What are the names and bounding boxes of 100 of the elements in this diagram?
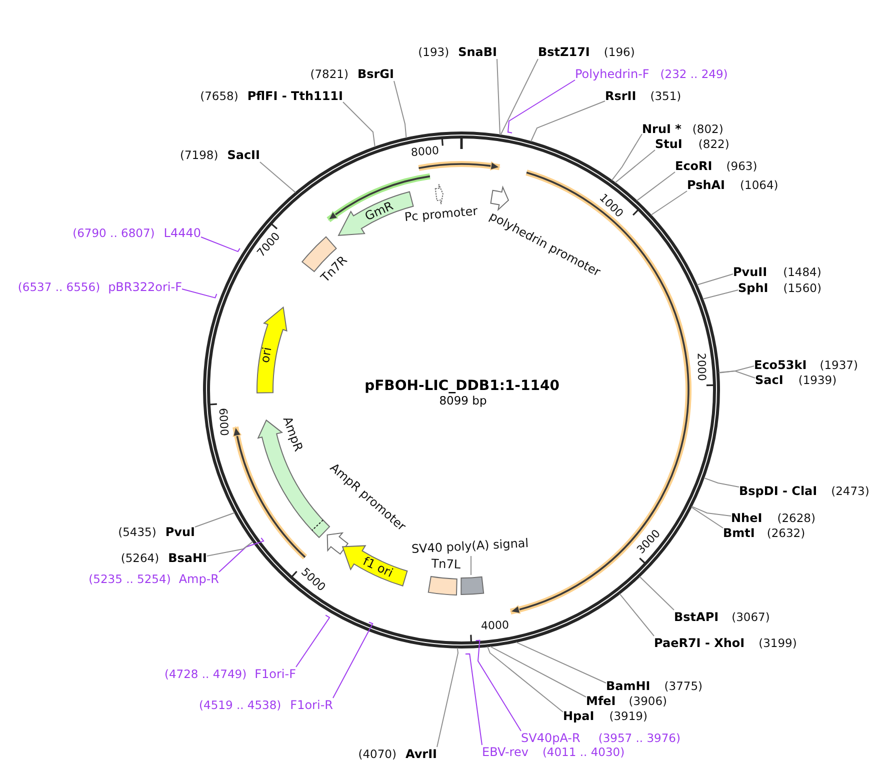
site-position-label: (822) — [698, 137, 730, 151]
leader-line — [487, 646, 564, 712]
site-position-label: (3775) — [664, 679, 703, 693]
site-position-label: (1484) — [783, 265, 822, 279]
site-position-label: (5264) — [120, 551, 160, 565]
leader-line — [696, 274, 734, 286]
restriction-site-label: BmtI — [723, 526, 755, 540]
restriction-site-label: EcoRI — [675, 159, 712, 173]
primer-label: F1ori-R — [290, 698, 333, 712]
primer-range-label: (5235 .. 5254) — [88, 572, 171, 586]
restriction-site-label: BsaHI — [168, 551, 207, 565]
restriction-site-label: PvuII — [733, 265, 768, 279]
restriction-site-label: BstZ17I — [538, 45, 590, 59]
restriction-site-label: StuI — [655, 137, 682, 151]
feature-label: f1 ori — [360, 554, 396, 580]
site-position-label: (351) — [650, 89, 682, 103]
sequence-length-label: 8099 bp — [439, 394, 487, 408]
site-position-label: (3906) — [628, 694, 668, 708]
leader-line — [496, 58, 500, 136]
leader-line — [470, 556, 472, 576]
leader-line — [691, 506, 732, 516]
leader-line — [704, 477, 740, 488]
primer-range-label: (3957 .. 3976) — [598, 731, 680, 745]
restriction-site-label: BamHI — [606, 679, 650, 693]
restriction-site-label: BstAPI — [674, 610, 719, 624]
leader-line — [650, 190, 688, 216]
leader-line — [475, 640, 522, 732]
primer-label: pBR322ori-F — [108, 280, 182, 294]
leader-line — [218, 537, 264, 572]
primer-range-label: (6537 .. 6556) — [18, 280, 100, 294]
primer-range-label: (4728 .. 4749) — [164, 667, 247, 681]
feature-label: SV40 poly(A) signal — [411, 536, 529, 556]
leader-line — [260, 162, 296, 193]
leader-line — [516, 642, 606, 684]
leader-line — [342, 102, 376, 148]
leader-line — [507, 80, 576, 134]
primer-range-label: (232 .. 249) — [660, 67, 728, 81]
leader-line — [702, 290, 738, 300]
restriction-site-label: PaeR7I - XhoI — [654, 636, 745, 650]
leader-line — [194, 512, 236, 528]
restriction-site-label: NheI — [731, 511, 762, 525]
site-position-label: (3199) — [758, 636, 797, 650]
restriction-site-label: NruI * — [642, 122, 682, 136]
restriction-site-label: SacII — [227, 148, 260, 162]
restriction-site-label: HpaI — [563, 709, 594, 723]
restriction-site-label: PflFI - Tth111I — [247, 89, 343, 103]
restriction-site-label: SacI — [755, 373, 784, 387]
site-position-label: (1064) — [740, 178, 778, 192]
restriction-site-label: PshAI — [687, 178, 726, 192]
leader-line — [718, 370, 756, 378]
leader-line — [394, 80, 407, 138]
site-position-label: (802) — [692, 122, 724, 136]
leader-line — [332, 622, 374, 698]
site-position-label: (5435) — [118, 525, 156, 539]
leader-line — [636, 172, 676, 202]
restriction-site-label: SnaBI — [458, 45, 497, 59]
leader-line — [200, 236, 240, 252]
site-position-label: (963) — [726, 159, 758, 173]
tick-label: 8000 — [410, 144, 440, 159]
primer-range-label: (4011 .. 4030) — [542, 745, 625, 759]
site-position-label: (7198) — [180, 148, 218, 162]
site-position-label: (196) — [604, 45, 635, 59]
leader-line — [436, 647, 458, 748]
site-position-label: (193) — [418, 45, 450, 59]
site-position-label: (3919) — [609, 709, 648, 723]
primer-label: F1ori-F — [254, 667, 296, 681]
feature-label: Tn7L — [431, 556, 461, 572]
feature-label: AmpR — [280, 414, 306, 454]
feature-label: Pc promoter — [404, 204, 478, 224]
primer-range-label: (6790 .. 6807) — [72, 226, 155, 240]
site-position-label: (2628) — [777, 511, 816, 525]
restriction-site-label: AvrII — [405, 747, 437, 761]
tick-label: 2000 — [695, 353, 708, 382]
leader-line — [182, 288, 218, 298]
restriction-site-label: BspDI - ClaI — [739, 484, 818, 498]
site-position-label: (7821) — [310, 67, 348, 81]
site-position-label: (4070) — [358, 747, 396, 761]
leader-line — [718, 366, 754, 373]
restriction-site-label: BsrGI — [357, 67, 394, 81]
site-position-label: (1939) — [798, 373, 837, 387]
primer-label: SV40pA-R — [521, 731, 580, 745]
site-position-label: (2632) — [766, 526, 806, 540]
site-position-label: (2473) — [831, 484, 870, 498]
leader-line — [530, 100, 606, 142]
primer-label: EBV-rev — [482, 745, 528, 759]
leader-line — [500, 58, 538, 136]
restriction-site-label: Eco53kI — [754, 358, 807, 372]
leader-line — [296, 614, 330, 668]
leader-line — [614, 150, 656, 184]
restriction-site-label: RsrII — [605, 89, 636, 103]
primer-label: Polyhedrin-F — [575, 67, 650, 81]
restriction-site-label: SphI — [738, 281, 768, 295]
leader-line — [464, 653, 482, 746]
leader-line — [619, 593, 654, 636]
restriction-site-label: PvuI — [165, 525, 195, 539]
tick-label: 6000 — [216, 408, 230, 436]
feature-label: GmR — [362, 198, 396, 224]
site-position-label: (1560) — [783, 281, 822, 295]
site-position-label: (3067) — [732, 610, 770, 624]
feature-label: ori — [258, 346, 274, 364]
